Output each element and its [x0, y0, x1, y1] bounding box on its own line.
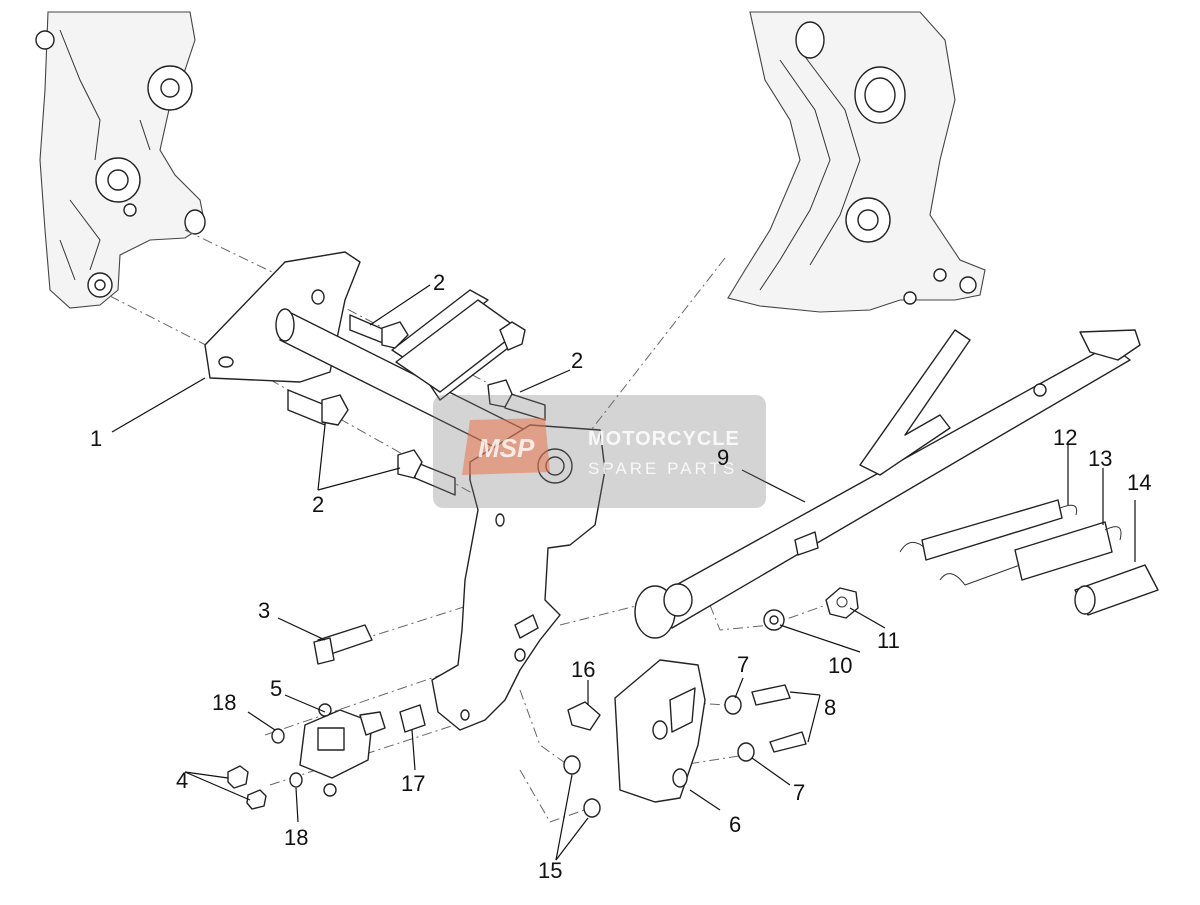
callout-2-top: 2 — [433, 270, 445, 295]
parts-10-11 — [763, 587, 859, 631]
callout-9: 9 — [717, 445, 729, 470]
watermark-line-2: SPARE PARTS — [588, 459, 737, 478]
callout-13: 13 — [1088, 446, 1112, 471]
callout-4: 4 — [176, 768, 188, 793]
callout-2-bottom: 2 — [312, 492, 324, 517]
callout-17: 17 — [401, 771, 425, 796]
parts-4-17-18 — [227, 704, 426, 810]
part-2-bolts — [287, 314, 546, 496]
callout-12: 12 — [1053, 425, 1077, 450]
callout-6: 6 — [729, 812, 741, 837]
part-9-side-stand — [634, 329, 1141, 639]
mount-plate — [391, 289, 521, 401]
callout-14: 14 — [1127, 470, 1151, 495]
frame-right — [727, 11, 986, 313]
callout-1: 1 — [90, 426, 102, 451]
callout-10: 10 — [828, 653, 852, 678]
part-6-cover — [614, 659, 706, 803]
callout-7-bottom: 7 — [793, 780, 805, 805]
leader-lines — [111, 284, 1136, 861]
watermark-logo-text: MSP — [478, 433, 535, 463]
callout-7-top: 7 — [737, 652, 749, 677]
callout-18-top: 18 — [212, 690, 236, 715]
callout-labels: 1 2 2 2 3 4 5 6 7 7 8 9 10 11 12 13 14 1… — [90, 270, 1151, 883]
callout-5: 5 — [270, 676, 282, 701]
part-3-pin — [313, 624, 373, 665]
callout-3: 3 — [258, 598, 270, 623]
callout-11: 11 — [877, 628, 900, 653]
callout-16: 16 — [571, 657, 595, 682]
assembly-lines — [109, 229, 841, 823]
callout-18-bottom: 18 — [284, 825, 308, 850]
part-5-sensor — [299, 703, 386, 797]
callout-15: 15 — [538, 858, 562, 883]
watermark-line-1: MOTORCYCLE — [588, 428, 740, 450]
parts-7-8-15-16 — [563, 684, 807, 818]
frame-left — [35, 11, 206, 309]
callout-8: 8 — [824, 695, 836, 720]
parts-12-13-14 — [899, 499, 1159, 616]
callout-2-right: 2 — [571, 348, 583, 373]
watermark: MSP MOTORCYCLE SPARE PARTS — [433, 395, 766, 508]
